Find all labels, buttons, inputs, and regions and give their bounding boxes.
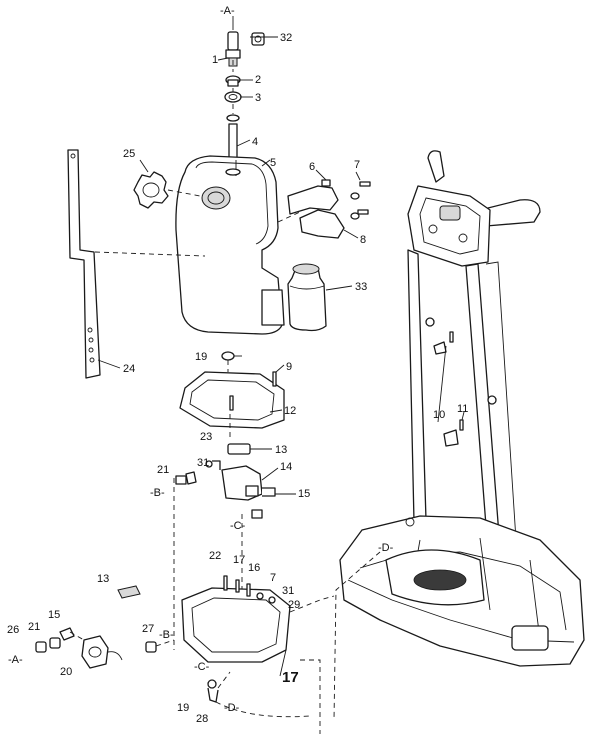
callout-13-bottom: 13	[97, 573, 109, 585]
callout-27: 27	[142, 623, 154, 635]
callout-28: 28	[196, 713, 208, 725]
leader-lines	[97, 36, 465, 677]
callout-3: 3	[255, 92, 261, 104]
callout-19-bottom: 19	[177, 702, 189, 714]
callout-2: 2	[255, 74, 261, 86]
top-fitting-assembly	[224, 16, 265, 175]
callout-17-small: 17	[233, 554, 245, 566]
callout-21-top: 21	[157, 464, 169, 476]
callout-12: 12	[284, 405, 296, 417]
callout-1: 1	[212, 54, 218, 66]
callout-4: 4	[252, 136, 258, 148]
callout-5: 5	[270, 157, 276, 169]
callout-6: 6	[309, 161, 315, 173]
callout-13-top: 13	[275, 444, 287, 456]
strap	[67, 149, 206, 379]
connector-labels: -A- -A- -B- -B- -C- -C- -D- -D-	[8, 5, 394, 714]
connector-a-left: -A-	[8, 654, 23, 666]
connector-c-mid: -C-	[230, 520, 246, 532]
callout-8: 8	[360, 234, 366, 246]
machine-body	[289, 150, 585, 734]
callout-31-bottom: 31	[282, 585, 294, 597]
bottom-tray	[117, 575, 311, 718]
callout-11: 11	[457, 403, 468, 415]
bottle	[287, 263, 327, 332]
connector-d-base: -D-	[378, 542, 394, 554]
callout-10: 10	[433, 409, 445, 421]
connector-a-top: -A-	[220, 5, 235, 17]
pump-assembly	[173, 443, 276, 650]
callout-9: 9	[286, 361, 292, 373]
connector-c-bottom: -C-	[194, 661, 210, 673]
callout-16: 16	[248, 562, 260, 574]
bracket-assembly	[277, 179, 371, 239]
callout-29: 29	[288, 599, 300, 611]
callout-32: 32	[280, 32, 292, 44]
callout-26: 26	[7, 624, 19, 636]
callout-24: 24	[123, 363, 135, 375]
callout-14: 14	[280, 461, 292, 473]
callout-23: 23	[200, 431, 212, 443]
callout-7-bottom: 7	[270, 572, 276, 584]
callout-labels: 1 2 3 4 5 6 7 7 8 9 10 11 12 13 13 14 15…	[7, 32, 468, 725]
callout-22: 22	[209, 550, 221, 562]
callout-21-bottom: 21	[28, 621, 40, 633]
callout-15-right: 15	[298, 488, 310, 500]
solution-tank	[175, 155, 285, 335]
callout-17-main: 17	[282, 669, 299, 686]
connector-d-bottom: -D-	[224, 702, 240, 714]
callout-20: 20	[60, 666, 72, 678]
filter-plate	[179, 351, 285, 440]
callout-7-top: 7	[354, 159, 360, 171]
callout-31-top: 31	[197, 457, 209, 469]
tank-cap	[133, 171, 201, 209]
callout-25: 25	[123, 148, 135, 160]
callout-33: 33	[355, 281, 367, 293]
connector-b-bottom: -B-	[159, 629, 174, 641]
callout-15-left: 15	[48, 609, 60, 621]
callout-19-top: 19	[195, 351, 207, 363]
connector-b-left: -B-	[150, 487, 165, 499]
valve-assembly	[35, 627, 175, 669]
